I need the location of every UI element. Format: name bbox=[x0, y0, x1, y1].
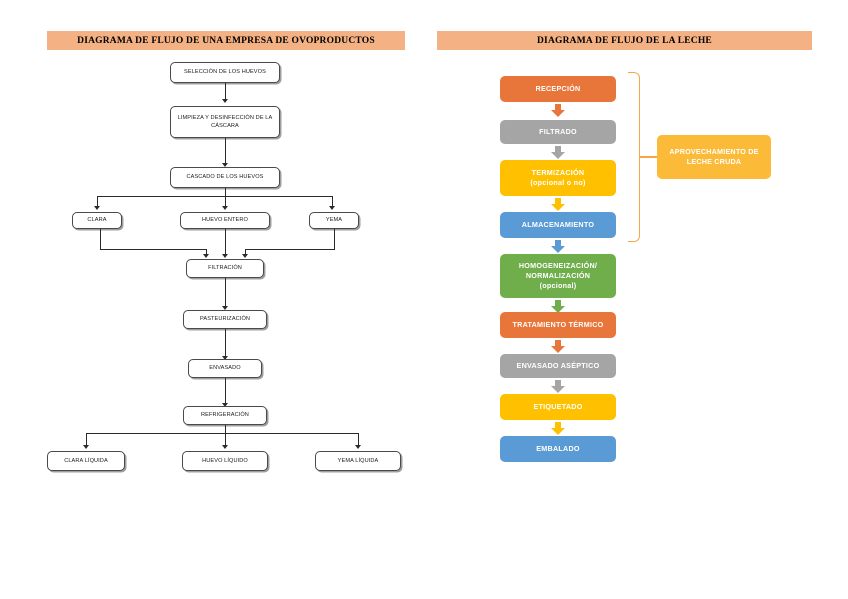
connector-pasteurizacion-envasado bbox=[225, 329, 226, 358]
connector-split-bar bbox=[97, 196, 332, 197]
connector-limpieza-cascado bbox=[225, 138, 226, 164]
connector-huevo-entero-to-filtracion bbox=[225, 229, 226, 255]
node-cascado-de-los-huevos[interactable]: CASCADO DE LOS HUEVOS bbox=[170, 167, 280, 188]
arrowhead-to-huevo-entero bbox=[221, 206, 228, 210]
arrowhead-to-yema-liquida bbox=[354, 445, 361, 449]
node-yema-liquida[interactable]: YEMA LÍQUIDA bbox=[315, 451, 401, 471]
node-recepcion[interactable]: RECEPCIÓN bbox=[500, 76, 616, 102]
node-pasteurizacion[interactable]: PASTEURIZACIÓN bbox=[183, 310, 267, 329]
connector-refrigeracion-split bbox=[225, 425, 226, 434]
arrowhead-to-refrigeracion bbox=[221, 403, 228, 407]
connector-to-huevo-liquido bbox=[225, 433, 226, 446]
node-seleccion-de-los-huevos[interactable]: SELECCIÓN DE LOS HUEVOS bbox=[170, 62, 280, 83]
arrow-termizacion-almacenamiento bbox=[551, 198, 565, 211]
node-yema[interactable]: YEMA bbox=[309, 212, 359, 229]
node-huevo-liquido[interactable]: HUEVO LÍQUIDO bbox=[182, 451, 268, 471]
arrow-homogeneizacion-tratamiento bbox=[551, 300, 565, 313]
connector-yema-to-filtracion bbox=[245, 249, 246, 256]
arrowhead-yema-to-filtracion bbox=[241, 254, 248, 258]
node-limpieza-desinfeccion-cascara[interactable]: LIMPIEZA Y DESINFECCIÓN DE LA CÁSCARA bbox=[170, 106, 280, 138]
node-tratamiento-termico[interactable]: TRATAMIENTO TÉRMICO bbox=[500, 312, 616, 338]
arrow-filtrado-termizacion bbox=[551, 146, 565, 159]
node-refrigeracion[interactable]: REFRIGERACIÓN bbox=[183, 406, 267, 425]
arrowhead-to-envasado bbox=[221, 356, 228, 360]
connector-filtracion-pasteurizacion bbox=[225, 278, 226, 308]
node-filtracion[interactable]: FILTRACIÓN bbox=[186, 259, 264, 278]
arrow-tratamiento-envasado-aseptico bbox=[551, 340, 565, 353]
arrowhead-to-clara-liquida bbox=[82, 445, 89, 449]
node-filtrado[interactable]: FILTRADO bbox=[500, 120, 616, 144]
connector-split-to-huevo-entero bbox=[225, 196, 226, 207]
node-embalado[interactable]: EMBALADO bbox=[500, 436, 616, 462]
connector-split-to-yema bbox=[332, 196, 333, 207]
connector-clara-to-filtracion bbox=[206, 249, 207, 256]
connector-split-to-clara bbox=[97, 196, 98, 207]
arrowhead-to-limpieza bbox=[221, 99, 228, 103]
node-etiquetado[interactable]: ETIQUETADO bbox=[500, 394, 616, 420]
node-clara[interactable]: CLARA bbox=[72, 212, 122, 229]
connector-yema-elbow bbox=[245, 249, 334, 250]
arrowhead-to-cascado bbox=[221, 163, 228, 167]
arrowhead-clara-to-filtracion bbox=[202, 254, 209, 258]
node-envasado-aseptico[interactable]: ENVASADO ASÉPTICO bbox=[500, 354, 616, 378]
arrow-almacenamiento-homogeneizacion bbox=[551, 240, 565, 253]
node-homogeneizacion-normalizacion[interactable]: HOMOGENEIZACIÓN/ NORMALIZACIÓN (opcional… bbox=[500, 254, 616, 298]
arrow-etiquetado-embalado bbox=[551, 422, 565, 435]
connector-envasado-refrigeracion bbox=[225, 378, 226, 405]
arrowhead-to-huevo-liquido bbox=[221, 445, 228, 449]
arrowhead-huevo-entero-to-filtracion bbox=[221, 254, 228, 258]
node-almacenamiento[interactable]: ALMACENAMIENTO bbox=[500, 212, 616, 238]
right-diagram-title: DIAGRAMA DE FLUJO DE LA LECHE bbox=[437, 31, 812, 50]
connector-seleccion-limpieza bbox=[225, 83, 226, 100]
note-aprovechamiento-leche-cruda[interactable]: APROVECHAMIENTO DE LECHE CRUDA bbox=[657, 135, 771, 179]
connector-to-yema-liquida bbox=[358, 433, 359, 446]
arrow-envasado-etiquetado bbox=[551, 380, 565, 393]
connector-clara-down bbox=[100, 229, 101, 250]
arrow-recepcion-filtrado bbox=[551, 104, 565, 117]
node-termizacion[interactable]: TERMIZACIÓN (opcional o no) bbox=[500, 160, 616, 196]
node-envasado[interactable]: ENVASADO bbox=[188, 359, 262, 378]
connector-outputs-bar bbox=[86, 433, 358, 434]
node-clara-liquida[interactable]: CLARA LÍQUIDA bbox=[47, 451, 125, 471]
arrowhead-to-clara bbox=[93, 206, 100, 210]
bracket-pointer bbox=[640, 156, 658, 158]
bracket-raw-milk-stage bbox=[628, 72, 640, 242]
connector-cascado-split bbox=[225, 188, 226, 197]
left-diagram-title: DIAGRAMA DE FLUJO DE UNA EMPRESA DE OVOP… bbox=[47, 31, 405, 50]
arrowhead-to-pasteurizacion bbox=[221, 306, 228, 310]
node-huevo-entero[interactable]: HUEVO ENTERO bbox=[180, 212, 270, 229]
connector-clara-elbow bbox=[100, 249, 206, 250]
connector-to-clara-liquida bbox=[86, 433, 87, 446]
connector-yema-down bbox=[334, 229, 335, 250]
arrowhead-to-yema bbox=[328, 206, 335, 210]
